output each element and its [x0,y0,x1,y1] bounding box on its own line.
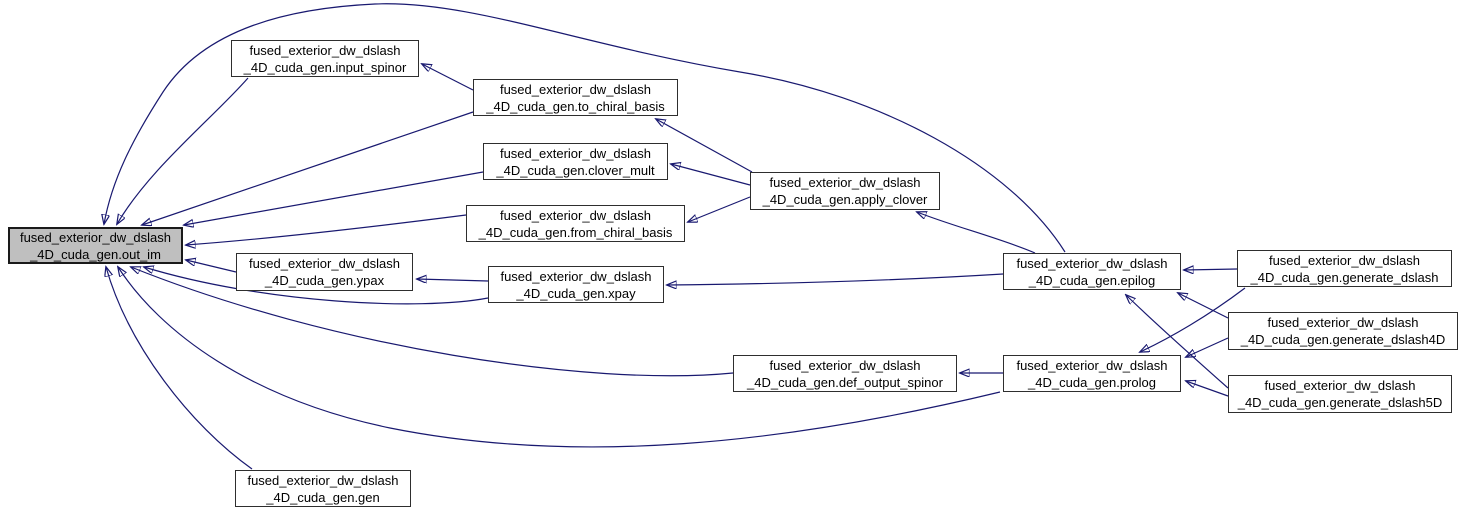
node-label-line1: fused_exterior_dw_dslash [249,42,401,58]
node-label-line1: fused_exterior_dw_dslash [1268,252,1421,268]
edge-generate_dslash4D-to-prolog [1186,337,1229,357]
edge-def_output_spinor-to-out_im [131,267,734,377]
edge-generate_dslash5D-to-prolog [1186,381,1229,397]
node-label-line2: _4D_cuda_gen.clover_mult [496,162,655,178]
node-clover-mult[interactable]: fused_exterior_dw_dslash _4D_cuda_gen.cl… [483,143,668,180]
node-label-line2: _4D_cuda_gen.generate_dslash4D [1240,332,1446,347]
edge-generate_dslash4D-to-epilog [1178,293,1229,319]
node-label-line1: fused_exterior_dw_dslash [500,268,652,284]
node-label-line1: fused_exterior_dw_dslash [248,256,401,271]
node-label-line1: fused_exterior_dw_dslash [1016,255,1168,271]
edge-epilog-to-xpay [667,273,1004,285]
node-label-line2: _4D_cuda_gen.xpay [516,285,636,301]
node-label-line1: fused_exterior_dw_dslash [247,472,399,488]
node-generate-dslash4d[interactable]: fused_exterior_dw_dslash _4D_cuda_gen.ge… [1228,312,1458,350]
node-label-line2: _4D_cuda_gen.gen [266,489,380,505]
edge-to_chiral_basis-to-input_spinor [422,64,474,91]
node-ypax[interactable]: fused_exterior_dw_dslash _4D_cuda_gen.yp… [236,253,413,291]
node-input-spinor[interactable]: fused_exterior_dw_dslash _4D_cuda_gen.in… [231,40,419,77]
node-label-line2: _4D_cuda_gen.from_chiral_basis [478,224,673,240]
edge-prolog-to-out_im [118,267,1001,448]
node-label-line1: fused_exterior_dw_dslash [499,207,652,223]
node-prolog[interactable]: fused_exterior_dw_dslash _4D_cuda_gen.pr… [1003,355,1181,392]
node-to-chiral-basis[interactable]: fused_exterior_dw_dslash _4D_cuda_gen.to… [473,79,678,116]
node-label-line2: _4D_cuda_gen.input_spinor [243,59,407,75]
edge-apply_clover-to-to_chiral_basis [656,119,753,173]
node-label-line1: fused_exterior_dw_dslash [1264,378,1416,393]
node-apply-clover[interactable]: fused_exterior_dw_dslash _4D_cuda_gen.ap… [750,172,940,210]
node-label-line1: fused_exterior_dw_dslash [499,145,652,161]
edge-generate_dslash-to-prolog [1140,287,1246,352]
node-from-chiral-basis[interactable]: fused_exterior_dw_dslash _4D_cuda_gen.fr… [466,205,685,242]
node-label-line2: _4D_cuda_gen.ypax [264,273,385,288]
edge-epilog-to-apply_clover [917,212,1036,254]
node-generate-dslash5d[interactable]: fused_exterior_dw_dslash _4D_cuda_gen.ge… [1228,375,1452,413]
node-label-line1: fused_exterior_dw_dslash [19,229,172,245]
edge-to_chiral_basis-to-out_im [142,111,474,225]
node-epilog[interactable]: fused_exterior_dw_dslash _4D_cuda_gen.ep… [1003,253,1181,290]
node-label-line2: _4D_cuda_gen.to_chiral_basis [486,98,665,114]
node-label-line2: _4D_cuda_gen.out_im [30,246,161,262]
edge-clover_mult-to-out_im [184,171,484,225]
edge-generate_dslash-to-epilog [1184,269,1238,270]
node-label-line1: fused_exterior_dw_dslash [1016,357,1168,373]
edge-apply_clover-to-clover_mult [671,164,751,186]
node-xpay[interactable]: fused_exterior_dw_dslash _4D_cuda_gen.xp… [488,266,664,303]
node-label-line1: fused_exterior_dw_dslash [769,175,921,190]
node-label-line2: _4D_cuda_gen.generate_dslash5D [1237,395,1443,410]
edge-apply_clover-to-from_chiral_basis [688,196,751,222]
edge-xpay-to-ypax [417,279,489,281]
edge-from_chiral_basis-to-out_im [186,214,467,245]
node-label-line1: fused_exterior_dw_dslash [769,357,921,373]
node-def-output-spinor[interactable]: fused_exterior_dw_dslash _4D_cuda_gen.de… [733,355,957,392]
edge-epilog-to-out_im [104,3,1066,253]
node-label-line2: _4D_cuda_gen.generate_dslash [1250,269,1439,285]
node-label-line2: _4D_cuda_gen.epilog [1028,272,1156,288]
node-label-line2: _4D_cuda_gen.def_output_spinor [747,374,943,390]
node-label-line2: _4D_cuda_gen.apply_clover [762,192,928,207]
edge-ypax-to-out_im [186,260,237,273]
node-gen[interactable]: fused_exterior_dw_dslash _4D_cuda_gen.ge… [235,470,411,507]
node-generate-dslash[interactable]: fused_exterior_dw_dslash _4D_cuda_gen.ge… [1237,250,1452,287]
edge-gen-to-out_im [106,267,253,470]
node-label-line1: fused_exterior_dw_dslash [1267,315,1419,330]
edge-generate_dslash5D-to-epilog [1126,295,1229,389]
edge-xpay-to-out_im [144,267,489,305]
edge-input_spinor-to-out_im [117,77,249,224]
node-out-im: fused_exterior_dw_dslash _4D_cuda_gen.ou… [8,227,183,264]
node-label-line2: _4D_cuda_gen.prolog [1028,374,1156,390]
node-label-line1: fused_exterior_dw_dslash [499,81,652,97]
